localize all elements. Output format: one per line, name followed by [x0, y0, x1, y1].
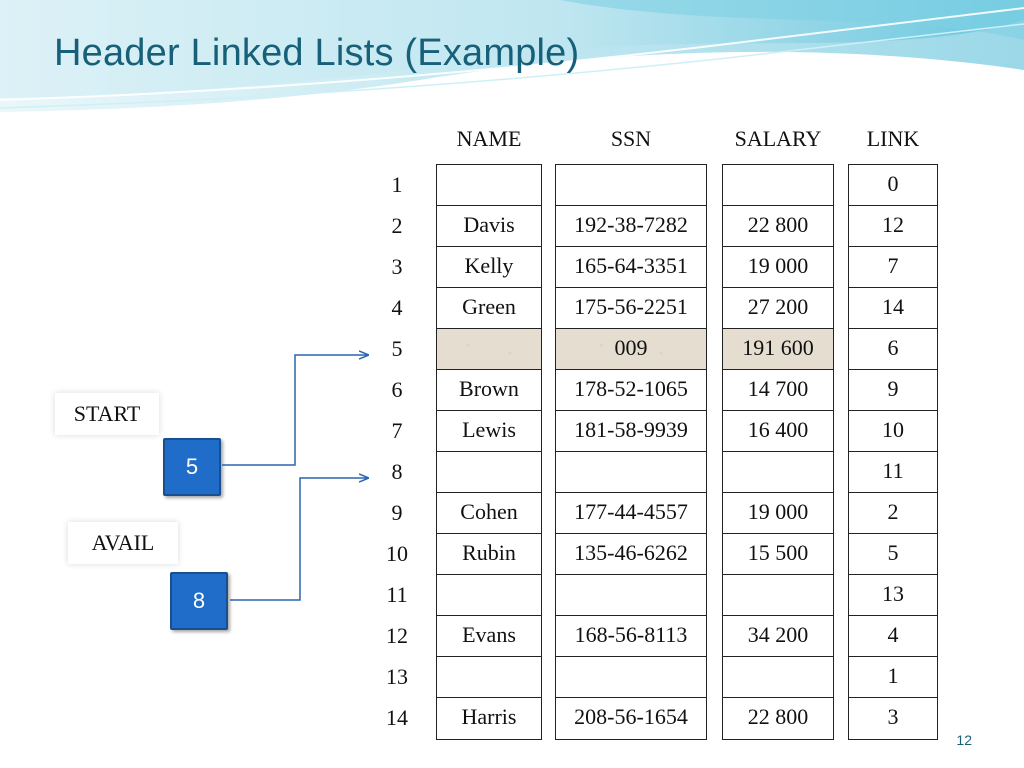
- start-arrow: [222, 355, 368, 466]
- name-cell: Cohen: [437, 492, 541, 533]
- ssn-cell: 208-56-1654: [556, 697, 706, 738]
- row-index-7: 7: [391, 418, 403, 443]
- name-cell: Evans: [437, 615, 541, 656]
- row-index-14: 14: [386, 705, 408, 730]
- column-header-salary: SALARY: [722, 118, 834, 160]
- column-header-name: NAME: [436, 118, 542, 160]
- salary-cell: [723, 164, 833, 205]
- name-cell: [437, 656, 541, 697]
- name-cell: Harris: [437, 697, 541, 738]
- salary-cell: [723, 656, 833, 697]
- page-number: 12: [956, 732, 972, 748]
- row-index-2: 2: [391, 213, 403, 238]
- ssn-cell: [556, 164, 706, 205]
- salary-cell: 191 600: [723, 328, 833, 369]
- link-cell: 0: [849, 164, 937, 205]
- name-cell: [437, 164, 541, 205]
- start-pointer-box: 5: [163, 438, 221, 496]
- row-index-10: 10: [386, 541, 408, 566]
- ssn-cell: 168-56-8113: [556, 615, 706, 656]
- salary-cell: [723, 574, 833, 615]
- name-cell: Rubin: [437, 533, 541, 574]
- salary-cell: 19 000: [723, 246, 833, 287]
- ssn-cell: 175-56-2251: [556, 287, 706, 328]
- name-cell: [437, 451, 541, 492]
- row-index-12: 12: [386, 623, 408, 648]
- link-cell: 14: [849, 287, 937, 328]
- salary-cell: 19 000: [723, 492, 833, 533]
- ssn-cell: [556, 656, 706, 697]
- column-header-link: LINK: [848, 118, 938, 160]
- link-cell: 2: [849, 492, 937, 533]
- avail-pointer-box: 8: [170, 572, 228, 630]
- salary-cell: 16 400: [723, 410, 833, 451]
- ssn-cell: 192-38-7282: [556, 205, 706, 246]
- salary-cell: 27 200: [723, 287, 833, 328]
- name-cell: [437, 328, 541, 369]
- link-cell: 12: [849, 205, 937, 246]
- link-cell: 5: [849, 533, 937, 574]
- name-cell: Lewis: [437, 410, 541, 451]
- ssn-cell: [556, 451, 706, 492]
- ssn-cell: 181-58-9939: [556, 410, 706, 451]
- link-cell: 6: [849, 328, 937, 369]
- name-cell: Davis: [437, 205, 541, 246]
- salary-cell: 22 800: [723, 697, 833, 738]
- link-cell: 11: [849, 451, 937, 492]
- slide-title: Header Linked Lists (Example): [54, 32, 580, 74]
- ssn-cell: 009: [556, 328, 706, 369]
- link-cell: 10: [849, 410, 937, 451]
- salary-cell: 34 200: [723, 615, 833, 656]
- start-label: START: [55, 393, 159, 435]
- ssn-cell: 177-44-4557: [556, 492, 706, 533]
- name-cell: Green: [437, 287, 541, 328]
- row-index-11: 11: [386, 582, 408, 607]
- row-index-8: 8: [391, 459, 403, 484]
- link-cell: 1: [849, 656, 937, 697]
- link-cell: 4: [849, 615, 937, 656]
- link-cell: 9: [849, 369, 937, 410]
- name-cell: [437, 574, 541, 615]
- column-header-ssn: SSN: [555, 118, 707, 160]
- avail-label: AVAIL: [68, 522, 178, 564]
- ssn-cell: 178-52-1065: [556, 369, 706, 410]
- row-index-1: 1: [391, 172, 403, 197]
- salary-cell: 14 700: [723, 369, 833, 410]
- row-index-13: 13: [386, 664, 408, 689]
- ssn-cell: [556, 574, 706, 615]
- salary-cell: [723, 451, 833, 492]
- ssn-cell: 165-64-3351: [556, 246, 706, 287]
- row-index-9: 9: [391, 500, 403, 525]
- link-cell: 7: [849, 246, 937, 287]
- row-index-3: 3: [391, 254, 403, 279]
- name-cell: Brown: [437, 369, 541, 410]
- link-cell: 13: [849, 574, 937, 615]
- avail-arrow: [230, 478, 368, 601]
- row-index-5: 5: [391, 336, 403, 361]
- salary-cell: 15 500: [723, 533, 833, 574]
- row-index-6: 6: [391, 377, 403, 402]
- salary-cell: 22 800: [723, 205, 833, 246]
- decorative-wave-banner: [0, 0, 1024, 112]
- link-cell: 3: [849, 697, 937, 738]
- name-cell: Kelly: [437, 246, 541, 287]
- ssn-cell: 135-46-6262: [556, 533, 706, 574]
- row-index-4: 4: [391, 295, 403, 320]
